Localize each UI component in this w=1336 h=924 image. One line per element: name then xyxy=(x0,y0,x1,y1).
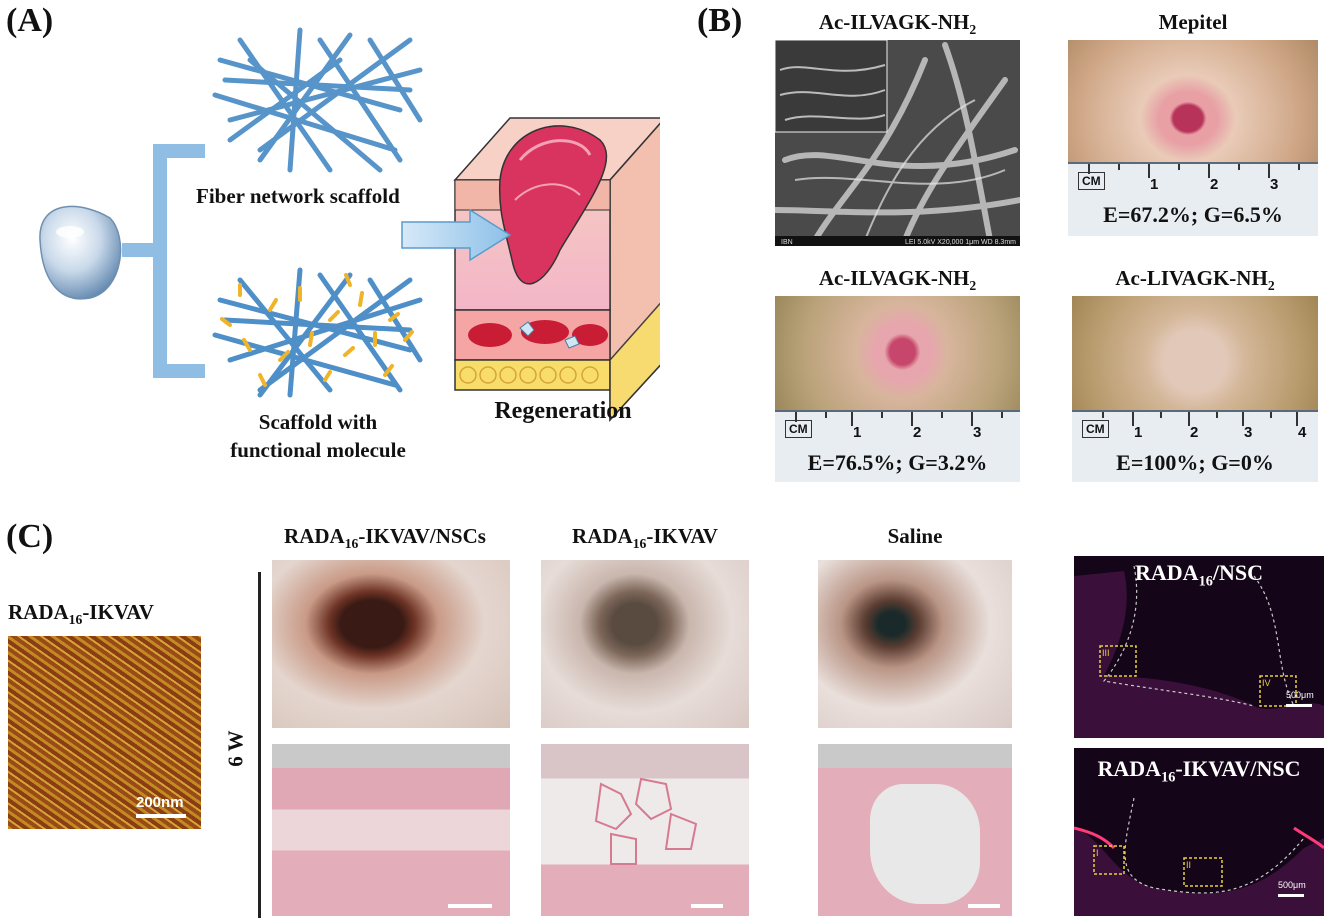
column-header-ikvav: RADA16-IKVAV xyxy=(572,524,718,552)
rada-ikvav-nsc-fluorescence: RADA16-IKVAV/NSC I II 500μm xyxy=(1074,748,1324,916)
livagk-wound-title: Ac-LIVAGK-NH2 xyxy=(1115,266,1275,294)
panel-c-letter: (C) xyxy=(6,518,54,555)
ruler-number: 3 xyxy=(1244,424,1253,441)
panel-a-letter: (A) xyxy=(6,2,54,39)
rada-nsc-fluorescence: RADA16/NSC III IV 500μm xyxy=(1074,556,1324,738)
roi-label: I xyxy=(1096,848,1099,858)
ruler-number: 2 xyxy=(1210,176,1219,193)
panel-b-letter: (B) xyxy=(697,2,743,39)
nscs-gross-photo xyxy=(272,560,510,728)
sem-footer-left: IBN xyxy=(781,239,793,246)
livagk-metric: E=100%; G=0% xyxy=(1116,450,1274,475)
fiber-network-label: Fiber network scaffold xyxy=(196,184,400,208)
saline-histology xyxy=(818,744,1012,916)
ilvagk-wound-title: Ac-ILVAGK-NH2 xyxy=(818,266,977,294)
ruler-number: 1 xyxy=(1134,424,1143,441)
time-axis-line xyxy=(258,572,261,918)
ikvav-gross-photo xyxy=(541,560,749,728)
fluorescence-scale-label: 500μm xyxy=(1286,690,1314,700)
fluorescence-scale-label: 500μm xyxy=(1278,880,1306,890)
hydrogel-droplet-icon xyxy=(39,205,122,300)
rada-nsc-title: RADA16/NSC xyxy=(1135,560,1263,590)
column-header-nscs: RADA16-IKVAV/NSCs xyxy=(284,524,486,552)
functional-scaffold-label-line1: Scaffold with xyxy=(258,410,378,434)
saline-gross-photo xyxy=(818,560,1012,728)
roi-label: III xyxy=(1102,648,1110,658)
ruler-number: 3 xyxy=(973,424,982,441)
ruler-cm-label: CM xyxy=(1082,420,1109,438)
afm-title: RADA16-IKVAV xyxy=(8,600,154,628)
mepitel-wound-photo: CM 1 2 3 E=67.2%; G=6.5% xyxy=(1068,40,1318,236)
column-header-saline: Saline xyxy=(887,524,943,548)
panel-a-diagram xyxy=(39,27,660,422)
ruler-number: 1 xyxy=(1150,176,1159,193)
mepitel-title: Mepitel xyxy=(1158,10,1228,34)
sem-title: Ac-ILVAGK-NH2 xyxy=(818,10,977,38)
sem-footer-right: LEI 5.0kV X20,000 1μm WD 8.3mm xyxy=(904,239,1016,246)
ikvav-histology xyxy=(541,744,749,916)
branch-bracket xyxy=(122,144,205,378)
mepitel-metric: E=67.2%; G=6.5% xyxy=(1103,202,1283,227)
roi-label: IV xyxy=(1262,678,1271,688)
ruler-number: 1 xyxy=(853,424,862,441)
nscs-histology xyxy=(272,744,510,916)
ruler-number: 3 xyxy=(1270,176,1279,193)
sem-micrograph: IBN LEI 5.0kV X20,000 1μm WD 8.3mm xyxy=(775,40,1020,246)
roi-label: II xyxy=(1186,860,1192,870)
skin-tissue-illustration xyxy=(453,117,660,422)
livagk-wound-photo: CM 1 2 3 4 E=100%; G=0% xyxy=(1072,296,1318,482)
functional-scaffold-label-line2: functional molecule xyxy=(230,438,406,462)
functional-scaffold-icon xyxy=(212,267,423,398)
rada-ikvav-nsc-title: RADA16-IKVAV/NSC xyxy=(1097,756,1301,786)
ruler-number: 4 xyxy=(1298,424,1307,441)
regeneration-label: Regeneration xyxy=(494,398,632,424)
ruler-cm-label: CM xyxy=(785,420,812,438)
fiber-network-icon xyxy=(212,27,423,173)
afm-scale-bar xyxy=(136,814,186,818)
delivery-arrow-icon xyxy=(401,208,512,262)
ruler-number: 2 xyxy=(1190,424,1199,441)
ilvagk-wound-photo: CM 1 2 3 E=76.5%; G=3.2% xyxy=(775,296,1020,482)
time-label: 6 W xyxy=(223,730,248,767)
ruler-number: 2 xyxy=(913,424,922,441)
ilvagk-metric: E=76.5%; G=3.2% xyxy=(807,450,988,475)
ruler-cm-label: CM xyxy=(1078,172,1105,190)
afm-scale-label: 200nm xyxy=(136,794,184,811)
afm-image: 200nm xyxy=(8,636,201,829)
